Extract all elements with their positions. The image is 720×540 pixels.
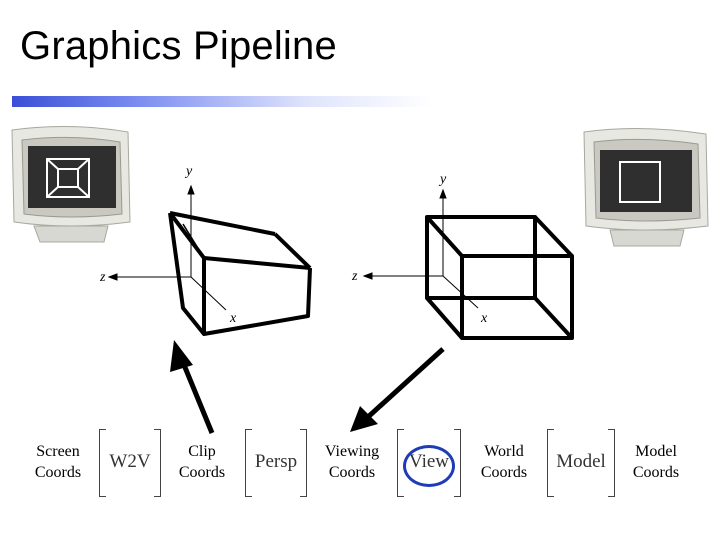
right-axis-z-label: z	[351, 269, 358, 284]
arrow-to-viewing-coords	[350, 347, 445, 432]
right-monitor	[583, 127, 709, 247]
title-underline-bar	[12, 96, 432, 107]
stage-label-line1: World	[484, 443, 524, 460]
stage-label-line2: Coords	[178, 464, 226, 481]
transform-label: Persp	[254, 451, 298, 472]
stage-label-line2: Coords	[632, 464, 680, 481]
stage-label-line1: Screen	[36, 443, 80, 460]
stage-label-line1: Viewing	[324, 443, 380, 460]
stage-label-line2: Coords	[480, 464, 528, 481]
stage-world-coords: World Coords	[472, 440, 536, 484]
transform-persp: Persp	[245, 429, 307, 497]
transform-label: Model	[556, 451, 606, 472]
stage-label-line1: Clip	[188, 443, 216, 460]
stage-label-line2: Coords	[34, 464, 82, 481]
left-axis-y-label: y	[184, 164, 193, 179]
square-screen-icon	[619, 161, 661, 203]
stage-viewing-coords: Viewing Coords	[316, 440, 388, 484]
transform-model: Model	[547, 429, 615, 497]
transform-label: W2V	[109, 451, 151, 472]
page-title: Graphics Pipeline	[20, 24, 337, 68]
frustum-shape	[168, 211, 312, 336]
view-highlight-circle	[403, 445, 455, 487]
transform-w2v: W2V	[99, 429, 161, 497]
left-axis-z-label: z	[99, 270, 106, 285]
stage-clip-coords: Clip Coords	[170, 440, 234, 484]
left-monitor	[11, 125, 131, 243]
left-axis-x-label: x	[229, 311, 237, 326]
stage-model-coords: Model Coords	[624, 440, 688, 484]
stage-screen-coords: Screen Coords	[26, 440, 90, 484]
view-cube-shape	[425, 215, 574, 340]
right-axis-y-label: y	[438, 172, 447, 187]
arrow-to-clip-coords	[170, 340, 215, 434]
stage-label-line1: Model	[635, 443, 677, 460]
stage-label-line2: Coords	[328, 464, 376, 481]
wireframe-screen-icon	[46, 158, 90, 198]
right-axis-x-label: x	[480, 311, 488, 326]
